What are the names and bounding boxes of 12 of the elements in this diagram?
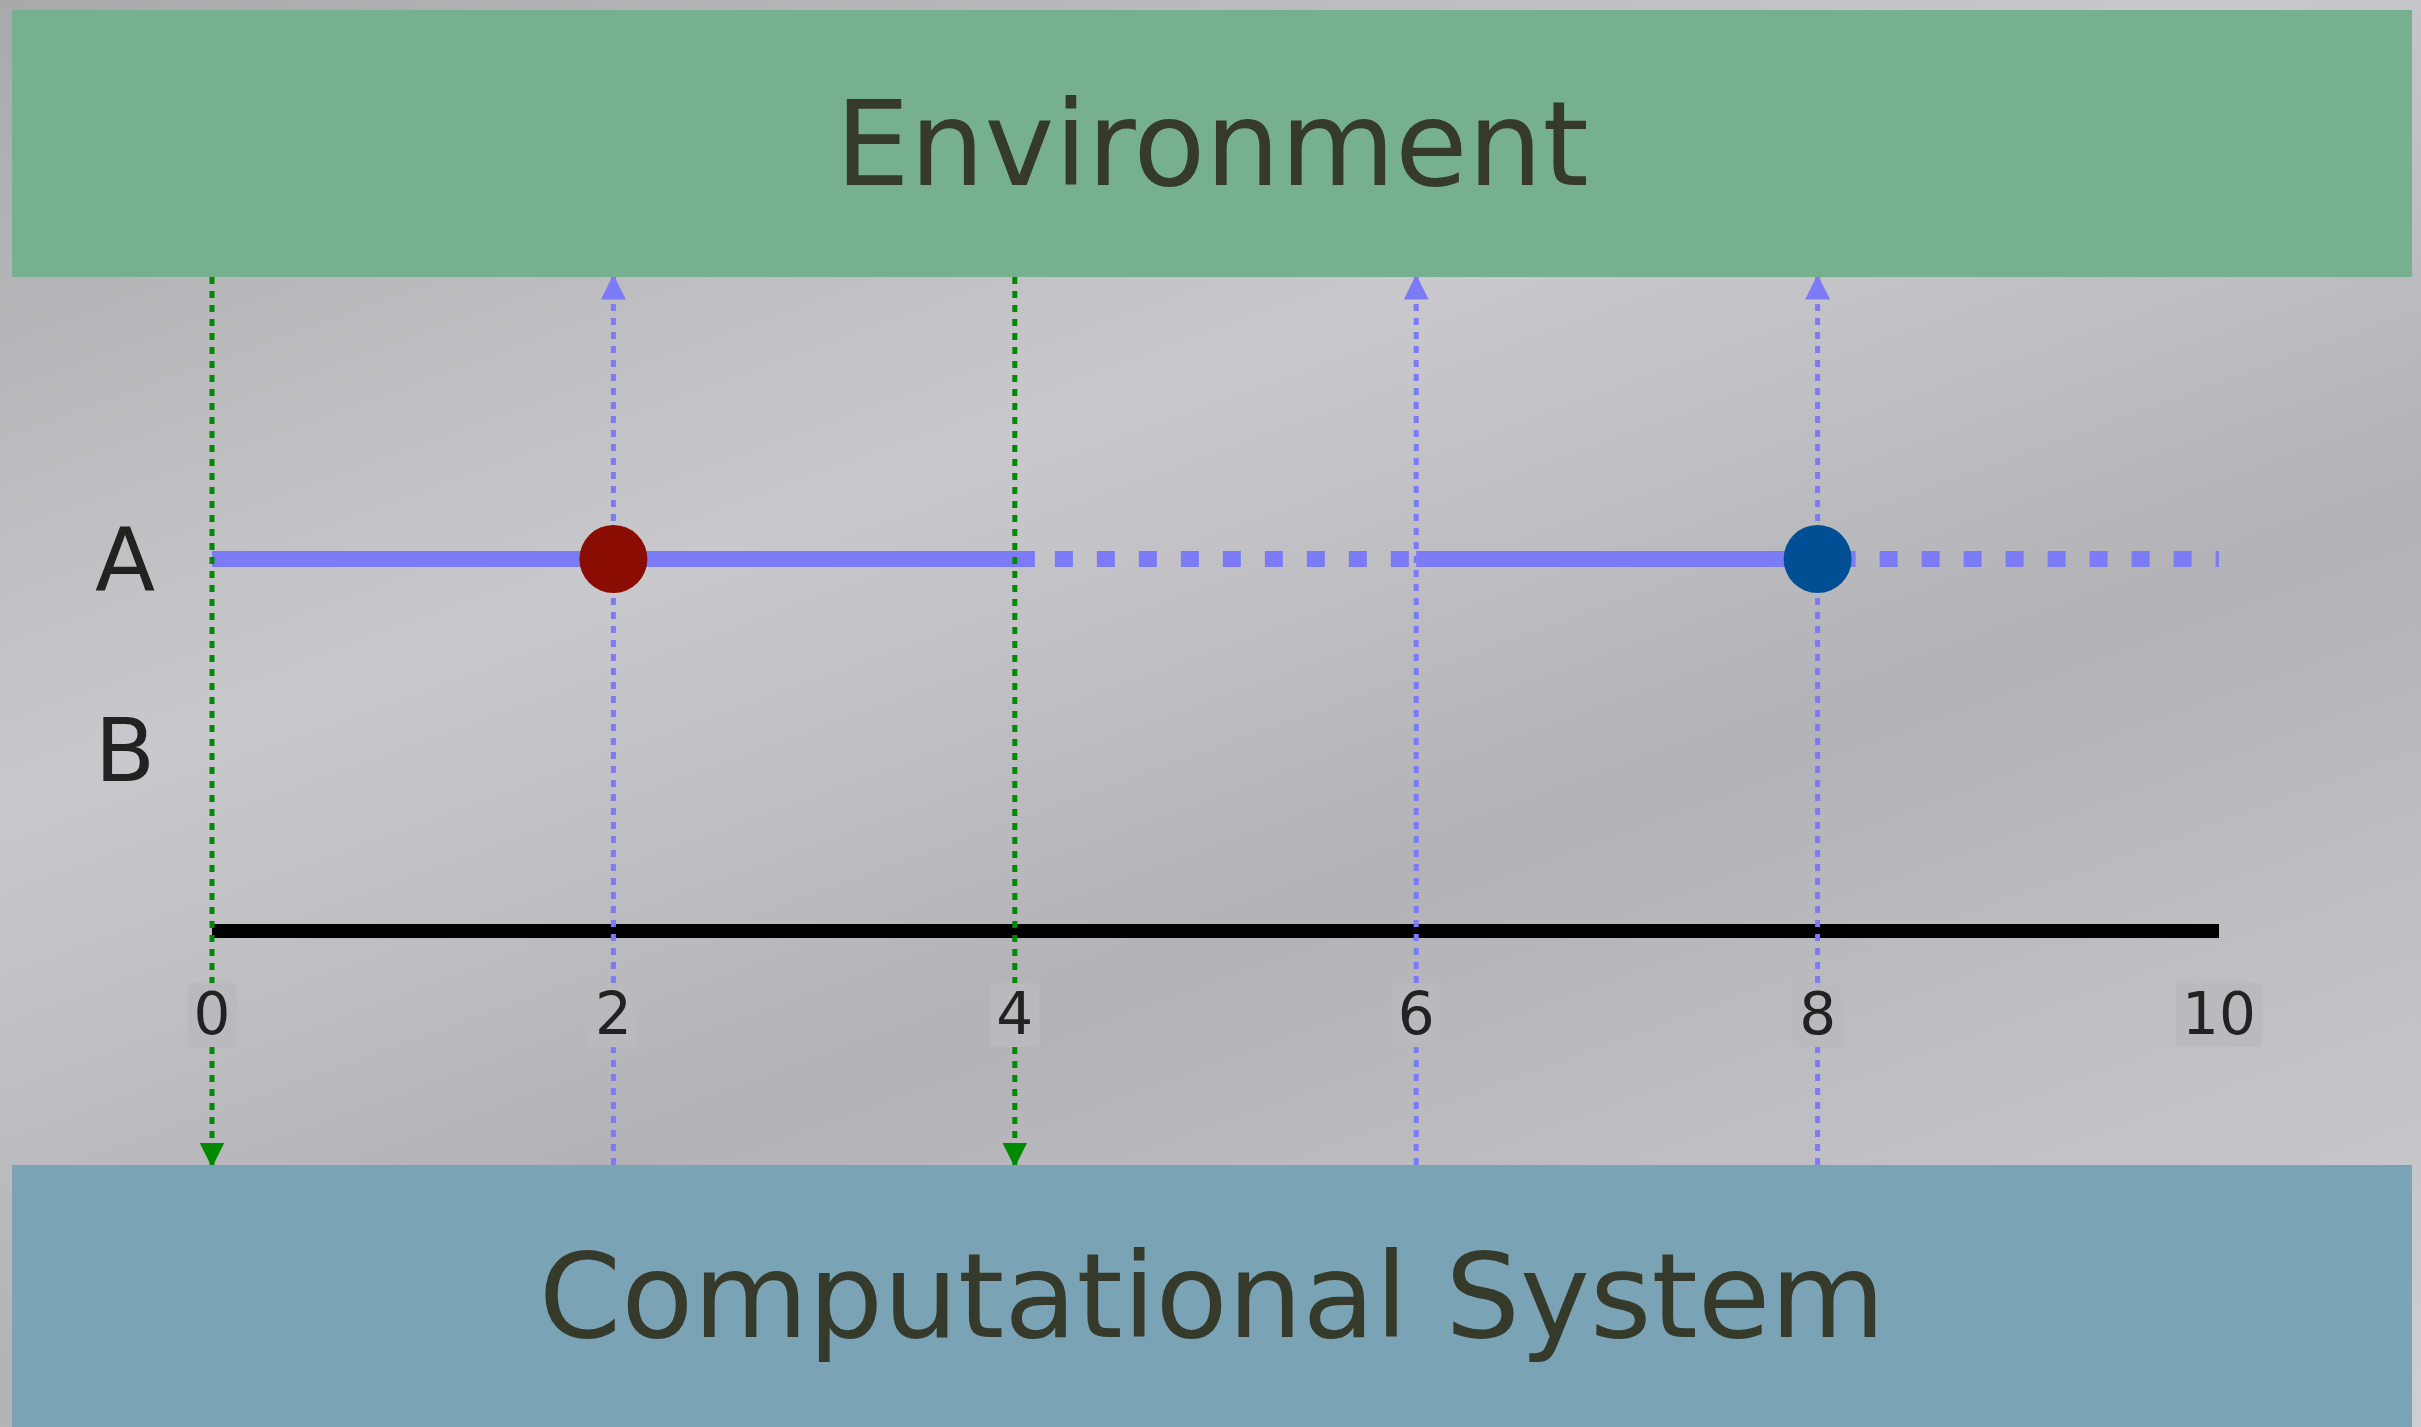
tick-label: 4	[990, 983, 1040, 1047]
band-title: Environment	[835, 74, 1589, 213]
arrow	[1002, 277, 1028, 1168]
row-label: A	[94, 507, 156, 611]
system-band	[12, 1165, 2412, 1427]
tick-label: 10	[2176, 983, 2262, 1047]
band-title: Computational System	[538, 1227, 1886, 1365]
row-label: B	[94, 698, 156, 802]
tick-label: 6	[1391, 983, 1441, 1047]
arrow	[199, 277, 225, 1168]
system-band	[12, 10, 2412, 277]
tick-label: 0	[187, 983, 237, 1047]
